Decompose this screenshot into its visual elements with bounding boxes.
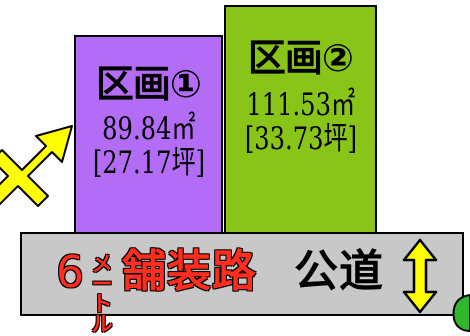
road-width-double-arrow-icon	[402, 238, 438, 314]
lot-2: 区画② 111.53㎡ [33.73坪]	[224, 5, 377, 241]
public-road: 6 メートル 舗装路 公道	[20, 232, 464, 335]
road-surface-label: 舗装路	[122, 246, 257, 297]
lot-2-tsubo: [33.73坪]	[244, 120, 357, 157]
road-type-label: 公道	[294, 246, 384, 297]
lot-1-tsubo: [27.17坪]	[92, 144, 205, 181]
road-width-number: 6	[56, 247, 84, 298]
corner-marker-icon	[452, 293, 470, 333]
road-width-unit: メートル	[91, 252, 113, 336]
lot-1-name: 区画①	[95, 62, 202, 106]
lot-2-area: 111.53㎡	[246, 87, 355, 123]
lot-2-name: 区画②	[247, 36, 354, 80]
lot-1-area: 89.84㎡	[101, 111, 196, 147]
lot-1: 区画① 89.84㎡ [27.17坪]	[74, 35, 223, 241]
entry-arrow-icon	[0, 125, 73, 207]
